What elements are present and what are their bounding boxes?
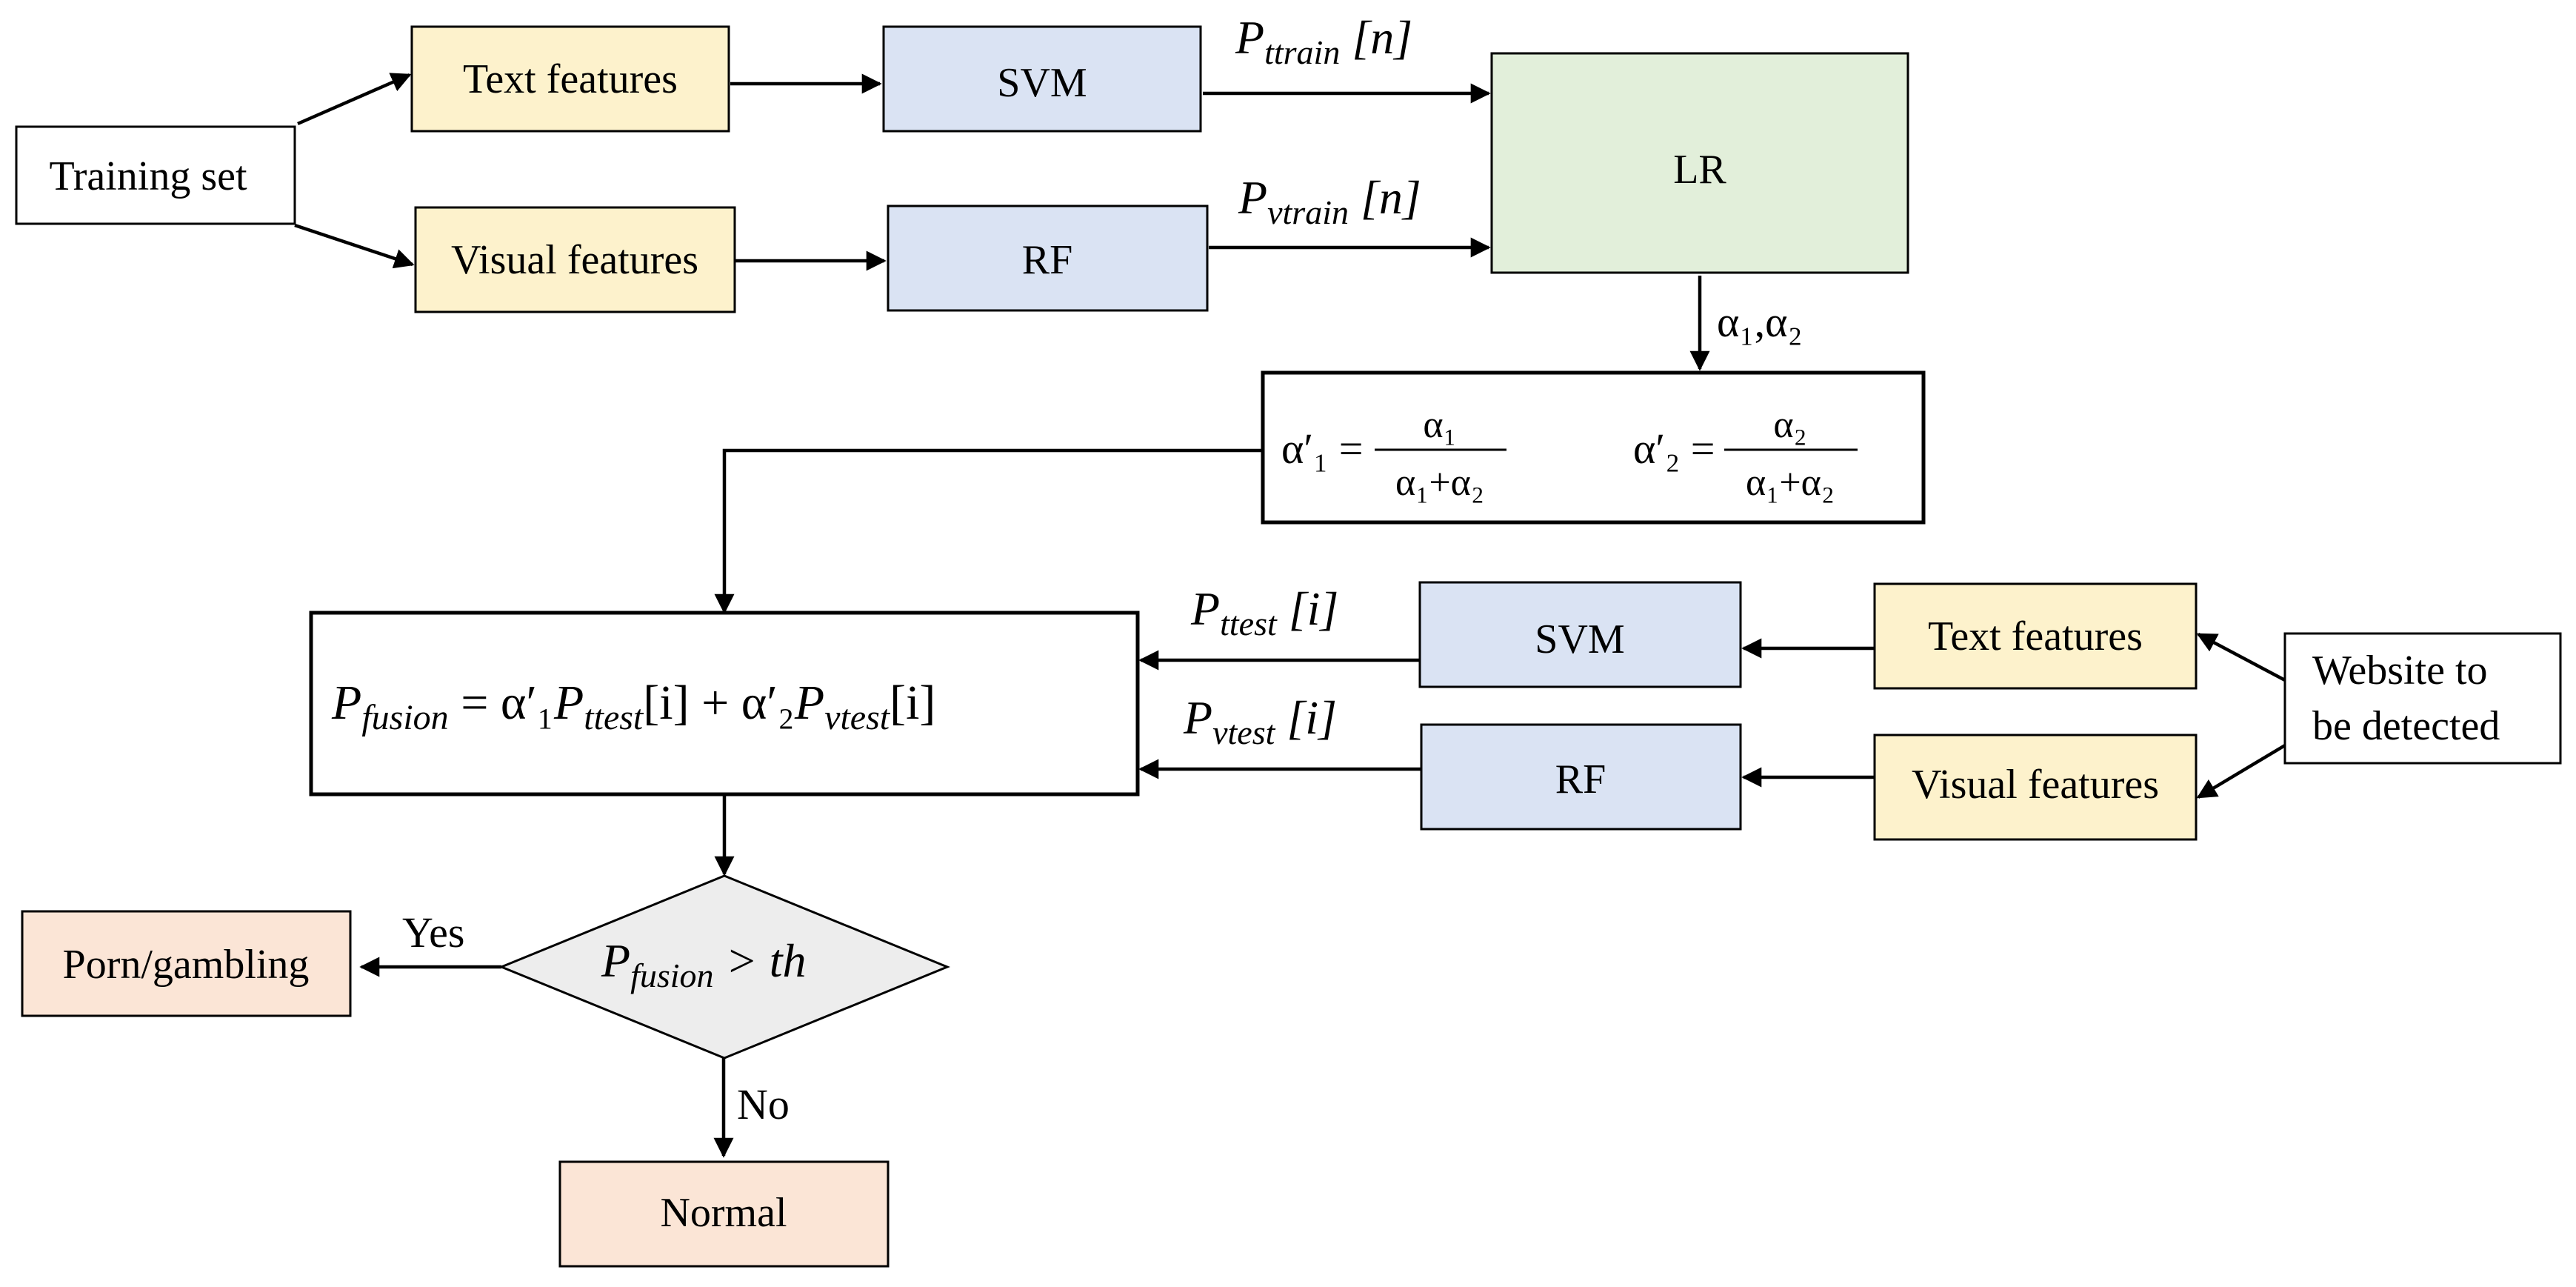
fusion-formula: Pfusion = α′₁Pttest[i] + α′₂Pvtest[i] bbox=[331, 676, 935, 737]
train-rf-box bbox=[887, 204, 1209, 312]
alpha1-lhs: α′₁ = bbox=[1281, 425, 1364, 473]
normal-label: Normal bbox=[660, 1190, 787, 1236]
test-rf-label: RF bbox=[1555, 756, 1606, 802]
alpha2-denominator: α₁+α₂ bbox=[1746, 462, 1835, 504]
weights-node: α′₁ = α₁ α₁+α₂ α′₂ = α₂ α₁+α₂ bbox=[1261, 370, 1926, 525]
train-text-features-label: Text features bbox=[463, 56, 678, 102]
fusion-box bbox=[309, 611, 1140, 797]
website-node: Website to be detected bbox=[2283, 632, 2562, 765]
normal-node: Normal bbox=[558, 1160, 890, 1268]
test-rf-node: RF bbox=[1420, 723, 1742, 831]
test-text-features-label: Text features bbox=[1928, 613, 2143, 659]
arrow-website-to-visual bbox=[2196, 744, 2286, 799]
porn-gambling-node: Porn/gambling bbox=[21, 910, 352, 1017]
lr-node: LR bbox=[1490, 52, 1909, 274]
fusion-node: Pfusion = α′₁Pttest[i] + α′₂Pvtest[i] bbox=[309, 611, 1140, 797]
training-set-label: Training set bbox=[49, 153, 247, 199]
p-text-train-label: Pttrain [n] bbox=[1235, 11, 1412, 71]
no-label: No bbox=[737, 1080, 790, 1128]
train-visual-features-label: Visual features bbox=[451, 237, 698, 283]
test-text-features-box bbox=[1873, 582, 2198, 690]
porn-gambling-label: Porn/gambling bbox=[63, 942, 310, 988]
test-visual-features-label: Visual features bbox=[1912, 762, 2159, 808]
test-visual-features-node: Visual features bbox=[1873, 734, 2198, 841]
arrow-trainset-to-visual bbox=[294, 223, 415, 269]
alpha2-numerator: α₂ bbox=[1773, 404, 1806, 446]
arrow-weights-to-fusion bbox=[714, 448, 1263, 614]
train-visual-features-box bbox=[414, 206, 736, 313]
lr-label: LR bbox=[1673, 147, 1726, 193]
test-svm-label: SVM bbox=[1535, 616, 1624, 662]
train-svm-label: SVM bbox=[997, 60, 1087, 106]
arrow-trainset-to-text bbox=[297, 73, 412, 126]
normal-box bbox=[558, 1160, 890, 1268]
train-visual-features-node: Visual features bbox=[414, 206, 736, 313]
train-text-features-box bbox=[410, 25, 730, 133]
website-label-line1: Website to bbox=[2312, 648, 2488, 694]
train-svm-node: SVM bbox=[882, 25, 1202, 133]
alpha2-lhs: α′₂ = bbox=[1633, 425, 1715, 473]
train-rf-node: RF bbox=[887, 204, 1209, 312]
p-visual-train-label: Pvtrain [n] bbox=[1238, 171, 1421, 231]
porn-gambling-box bbox=[21, 910, 352, 1017]
alpha-output-label: α₁,α₂ bbox=[1717, 298, 1803, 346]
arrow-website-to-text bbox=[2196, 633, 2286, 682]
test-text-features-node: Text features bbox=[1873, 582, 2198, 690]
lr-box bbox=[1490, 52, 1909, 274]
test-visual-features-box bbox=[1873, 734, 2198, 841]
train-rf-label: RF bbox=[1022, 237, 1073, 283]
website-label-line2: be detected bbox=[2312, 703, 2500, 749]
alpha1-denominator: α₁+α₂ bbox=[1395, 462, 1484, 504]
training-set-node: Training set bbox=[15, 125, 296, 225]
test-rf-box bbox=[1420, 723, 1742, 831]
yes-label: Yes bbox=[402, 908, 464, 957]
test-svm-node: SVM bbox=[1418, 581, 1742, 688]
train-svm-box bbox=[882, 25, 1202, 133]
p-text-test-label: Pttest [i] bbox=[1190, 582, 1338, 642]
test-svm-box bbox=[1418, 581, 1742, 688]
alpha1-numerator: α₁ bbox=[1423, 404, 1456, 446]
weights-box bbox=[1261, 370, 1926, 525]
p-visual-test-label: Pvtest [i] bbox=[1183, 691, 1337, 751]
train-text-features-node: Text features bbox=[410, 25, 730, 133]
decision-node: Pfusion > th bbox=[498, 874, 950, 1060]
decision-condition: Pfusion > th bbox=[601, 934, 807, 994]
